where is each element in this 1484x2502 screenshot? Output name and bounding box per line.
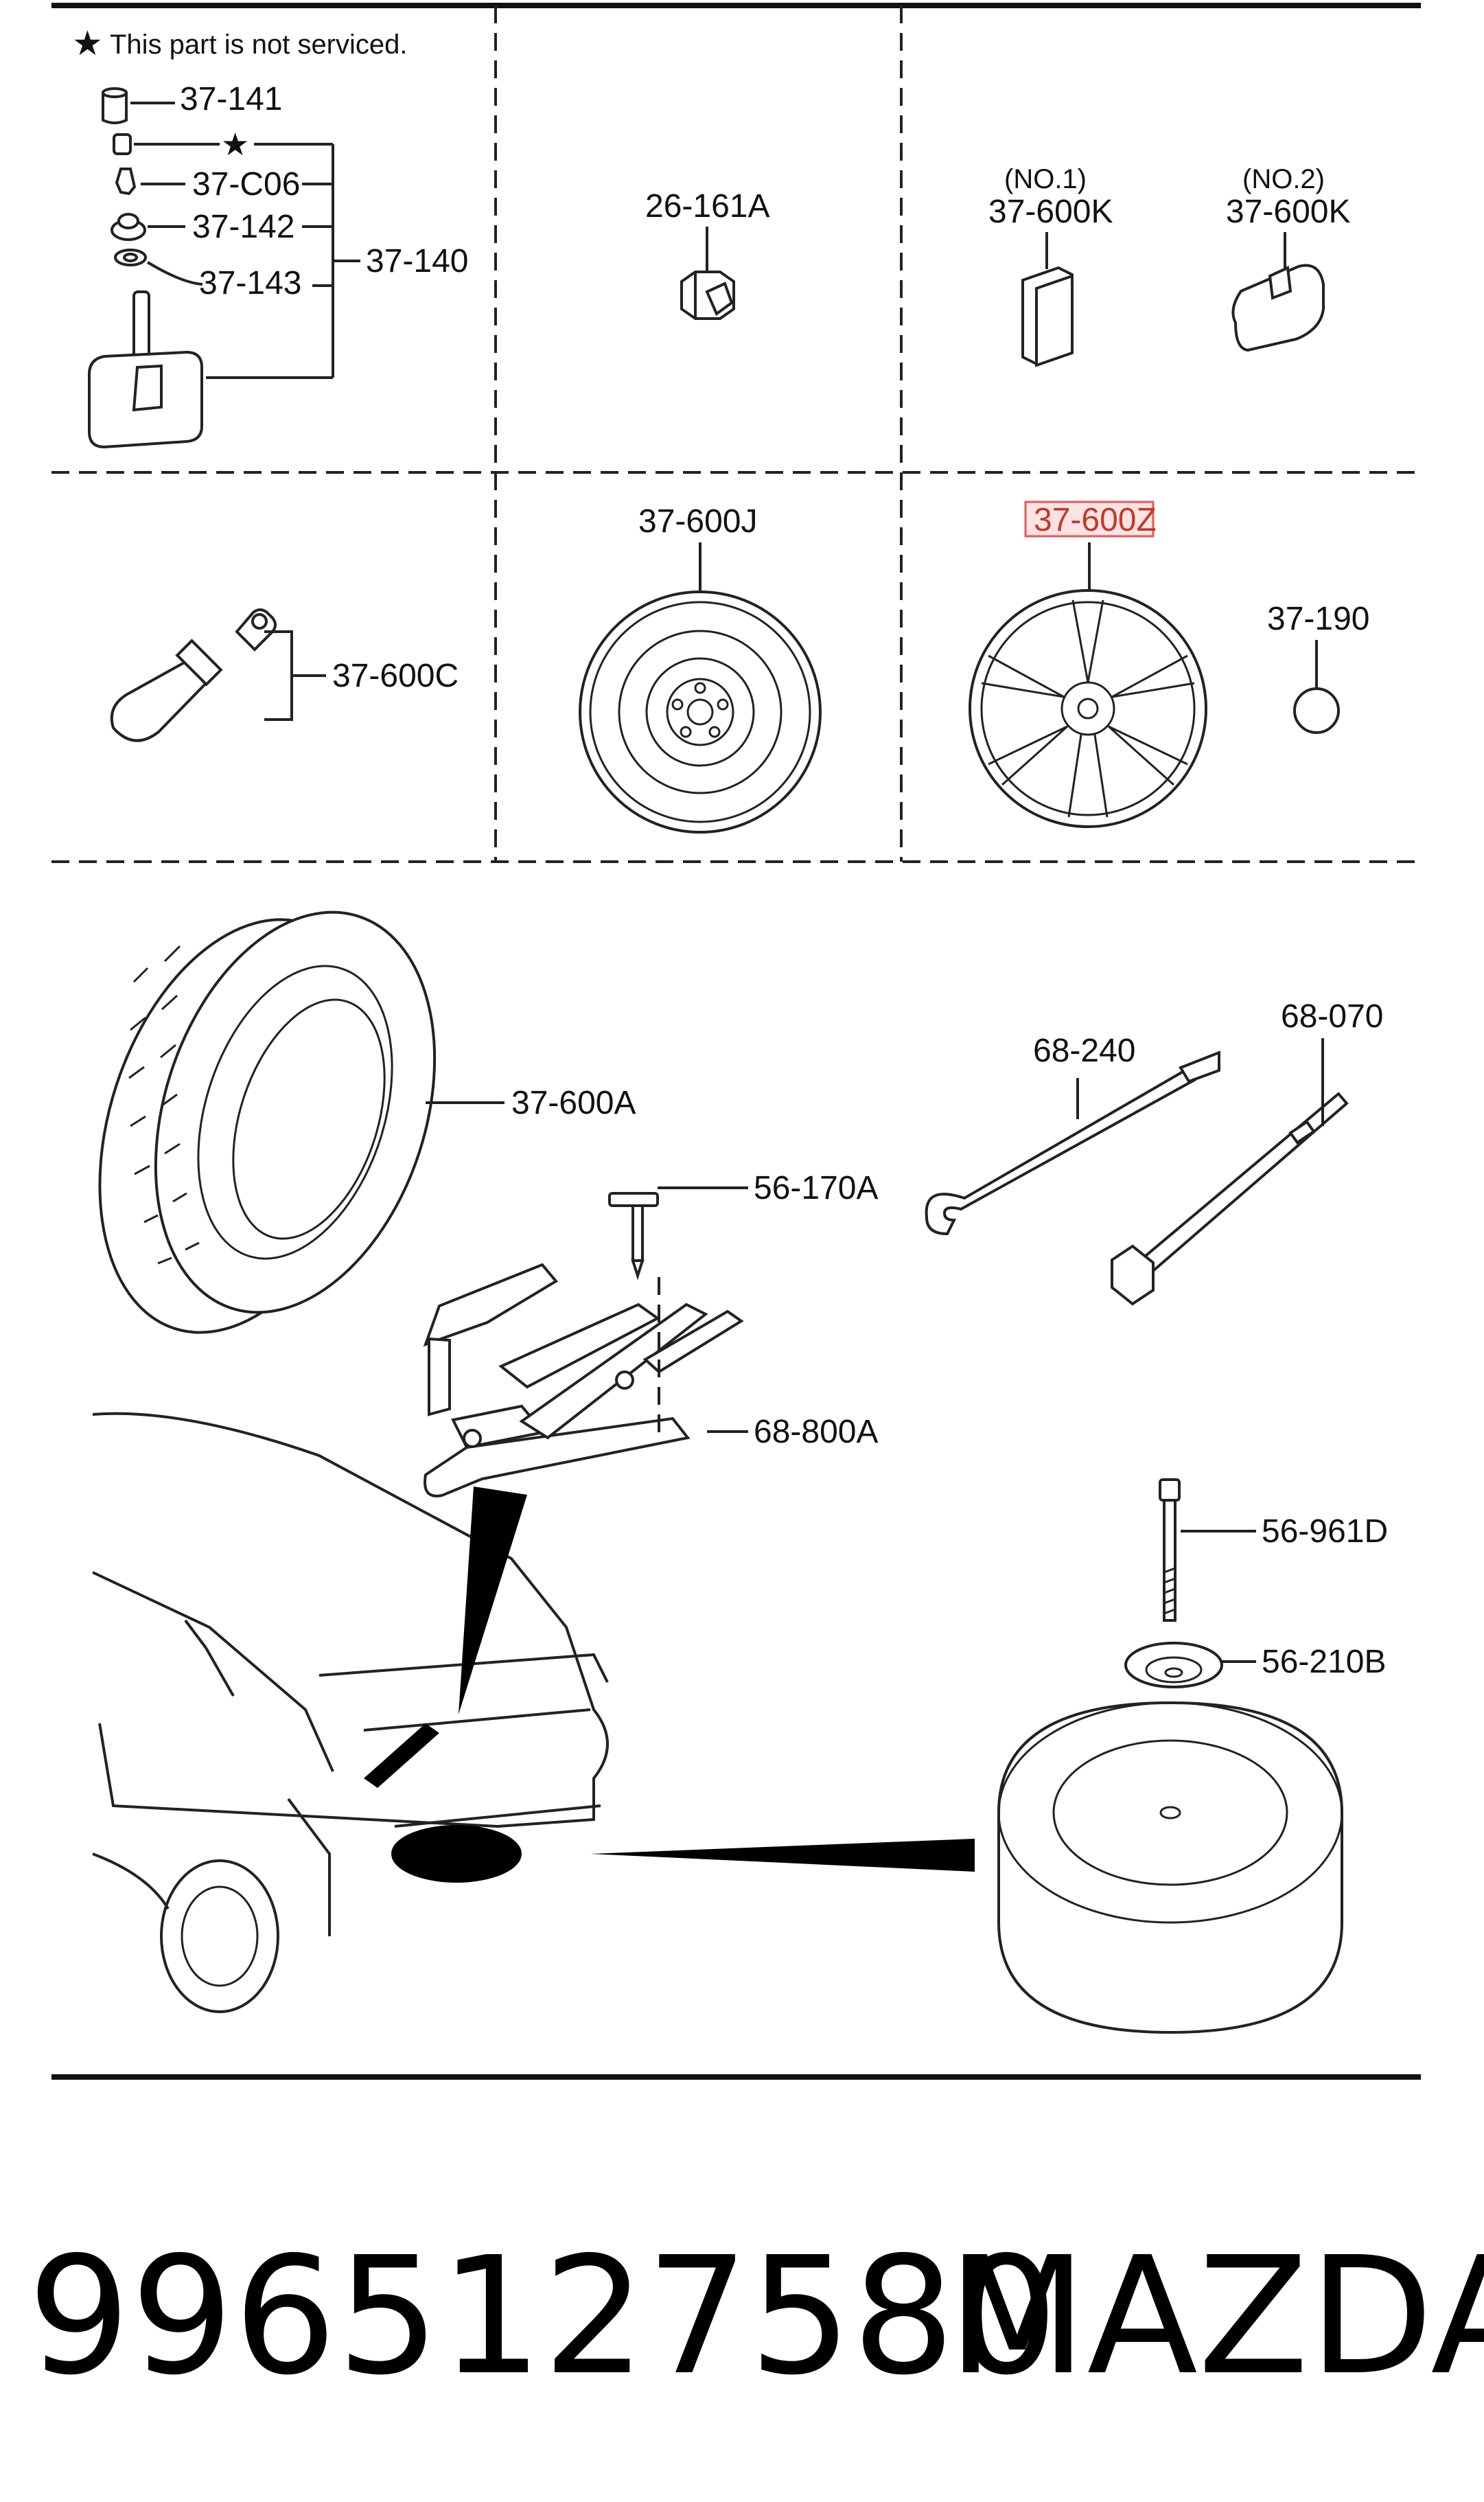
adhesive-weight-icon bbox=[1021, 266, 1074, 367]
alloy-wheel-icon bbox=[969, 589, 1207, 828]
jack-handle-icon bbox=[608, 1192, 659, 1281]
label-37-600z: 37-600Z bbox=[1034, 502, 1157, 538]
spacer-washer-icon bbox=[1124, 1642, 1223, 1688]
cargo-well-icon bbox=[391, 1825, 522, 1883]
star-icon: ★ bbox=[72, 23, 103, 63]
star-marker-icon: ★ bbox=[221, 126, 249, 163]
brand-name: MAZDA bbox=[947, 2222, 1484, 2411]
label-37-600k-no2: 37-600K bbox=[1226, 194, 1350, 230]
hold-down-bolt-icon bbox=[1159, 1478, 1181, 1622]
clip-weight-icon bbox=[1231, 264, 1325, 352]
label-68-800a: 68-800A bbox=[754, 1414, 878, 1450]
arrow-to-spare bbox=[590, 1839, 975, 1872]
label-26-161a: 26-161A bbox=[645, 188, 769, 225]
tpms-sensor-icon bbox=[88, 290, 203, 449]
arrow-to-jack bbox=[459, 1487, 527, 1714]
label-37-600j: 37-600J bbox=[638, 503, 757, 540]
label-37-190: 37-190 bbox=[1267, 601, 1369, 637]
label-37-600k-no1: 37-600K bbox=[988, 194, 1113, 230]
label-37-141: 37-141 bbox=[180, 81, 282, 117]
label-56-961d: 56-961D bbox=[1262, 1513, 1388, 1550]
valve-nut-icon bbox=[111, 213, 146, 241]
tire-valve-icon bbox=[110, 608, 277, 742]
valve-insert-icon bbox=[115, 168, 137, 196]
label-56-170a: 56-170A bbox=[754, 1170, 878, 1206]
wheel-wrench-icon bbox=[925, 1051, 1220, 1236]
vehicle-outline-icon bbox=[92, 1412, 609, 2013]
label-no2: (NO.2) bbox=[1242, 164, 1325, 194]
label-37-140: 37-140 bbox=[366, 243, 468, 279]
scissor-jack-icon bbox=[423, 1263, 744, 1497]
lug-nut-icon bbox=[680, 271, 735, 320]
label-56-210b: 56-210B bbox=[1262, 1644, 1386, 1680]
valve-core-icon bbox=[113, 133, 132, 155]
not-serviced-note: This part is not serviced. bbox=[110, 30, 408, 60]
label-37-600c: 37-600C bbox=[332, 658, 459, 694]
label-37-142: 37-142 bbox=[192, 209, 294, 245]
lug-wrench-icon bbox=[1111, 1092, 1349, 1306]
valve-cap-icon bbox=[102, 87, 128, 124]
tire-icon bbox=[98, 910, 437, 1334]
part-number: 9965127580 bbox=[27, 2222, 1058, 2411]
label-37-143: 37-143 bbox=[199, 265, 301, 301]
center-cap-icon bbox=[1293, 687, 1340, 734]
label-no1: (NO.1) bbox=[1004, 164, 1087, 194]
highlight-box bbox=[1024, 501, 1155, 538]
label-68-240: 68-240 bbox=[1033, 1033, 1135, 1069]
jack-silhouette-icon bbox=[364, 1723, 439, 1788]
steel-wheel-icon bbox=[579, 590, 822, 834]
label-68-070: 68-070 bbox=[1281, 998, 1383, 1035]
spare-tire-icon bbox=[997, 1701, 1343, 2034]
label-37-c06: 37-C06 bbox=[192, 166, 300, 203]
label-37-600a: 37-600A bbox=[511, 1085, 636, 1121]
valve-washer-icon bbox=[114, 249, 147, 266]
